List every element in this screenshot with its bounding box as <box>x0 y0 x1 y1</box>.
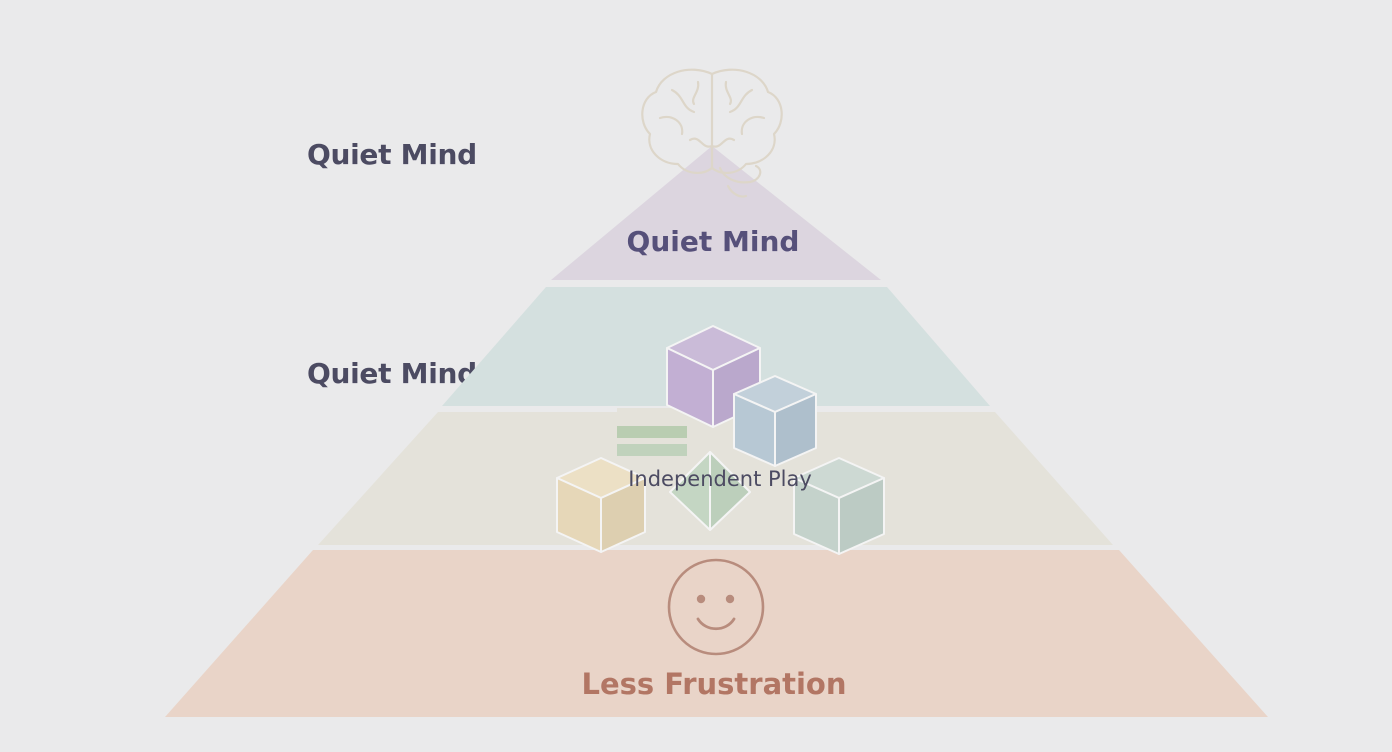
brain-icon <box>641 68 783 198</box>
blocks-icon <box>556 325 885 555</box>
striped-block <box>617 408 687 466</box>
teal-block <box>793 457 885 555</box>
yellow-block <box>556 457 646 553</box>
pyramid-tier-quiet-mind <box>551 146 881 280</box>
pyramid-tier-less-frustration <box>165 550 1268 717</box>
side-label-upper: Quiet Mind <box>307 138 477 171</box>
side-label-middle: Quiet Mind <box>307 357 477 390</box>
green-block <box>669 451 751 531</box>
smiley-face-icon <box>667 558 765 656</box>
tier-label-independent-play: Independent Play <box>628 467 812 491</box>
tier-label-less-frustration: Less Frustration <box>581 667 846 701</box>
tier-label-quiet-mind: Quiet Mind <box>627 225 800 258</box>
blue-block <box>733 375 817 467</box>
